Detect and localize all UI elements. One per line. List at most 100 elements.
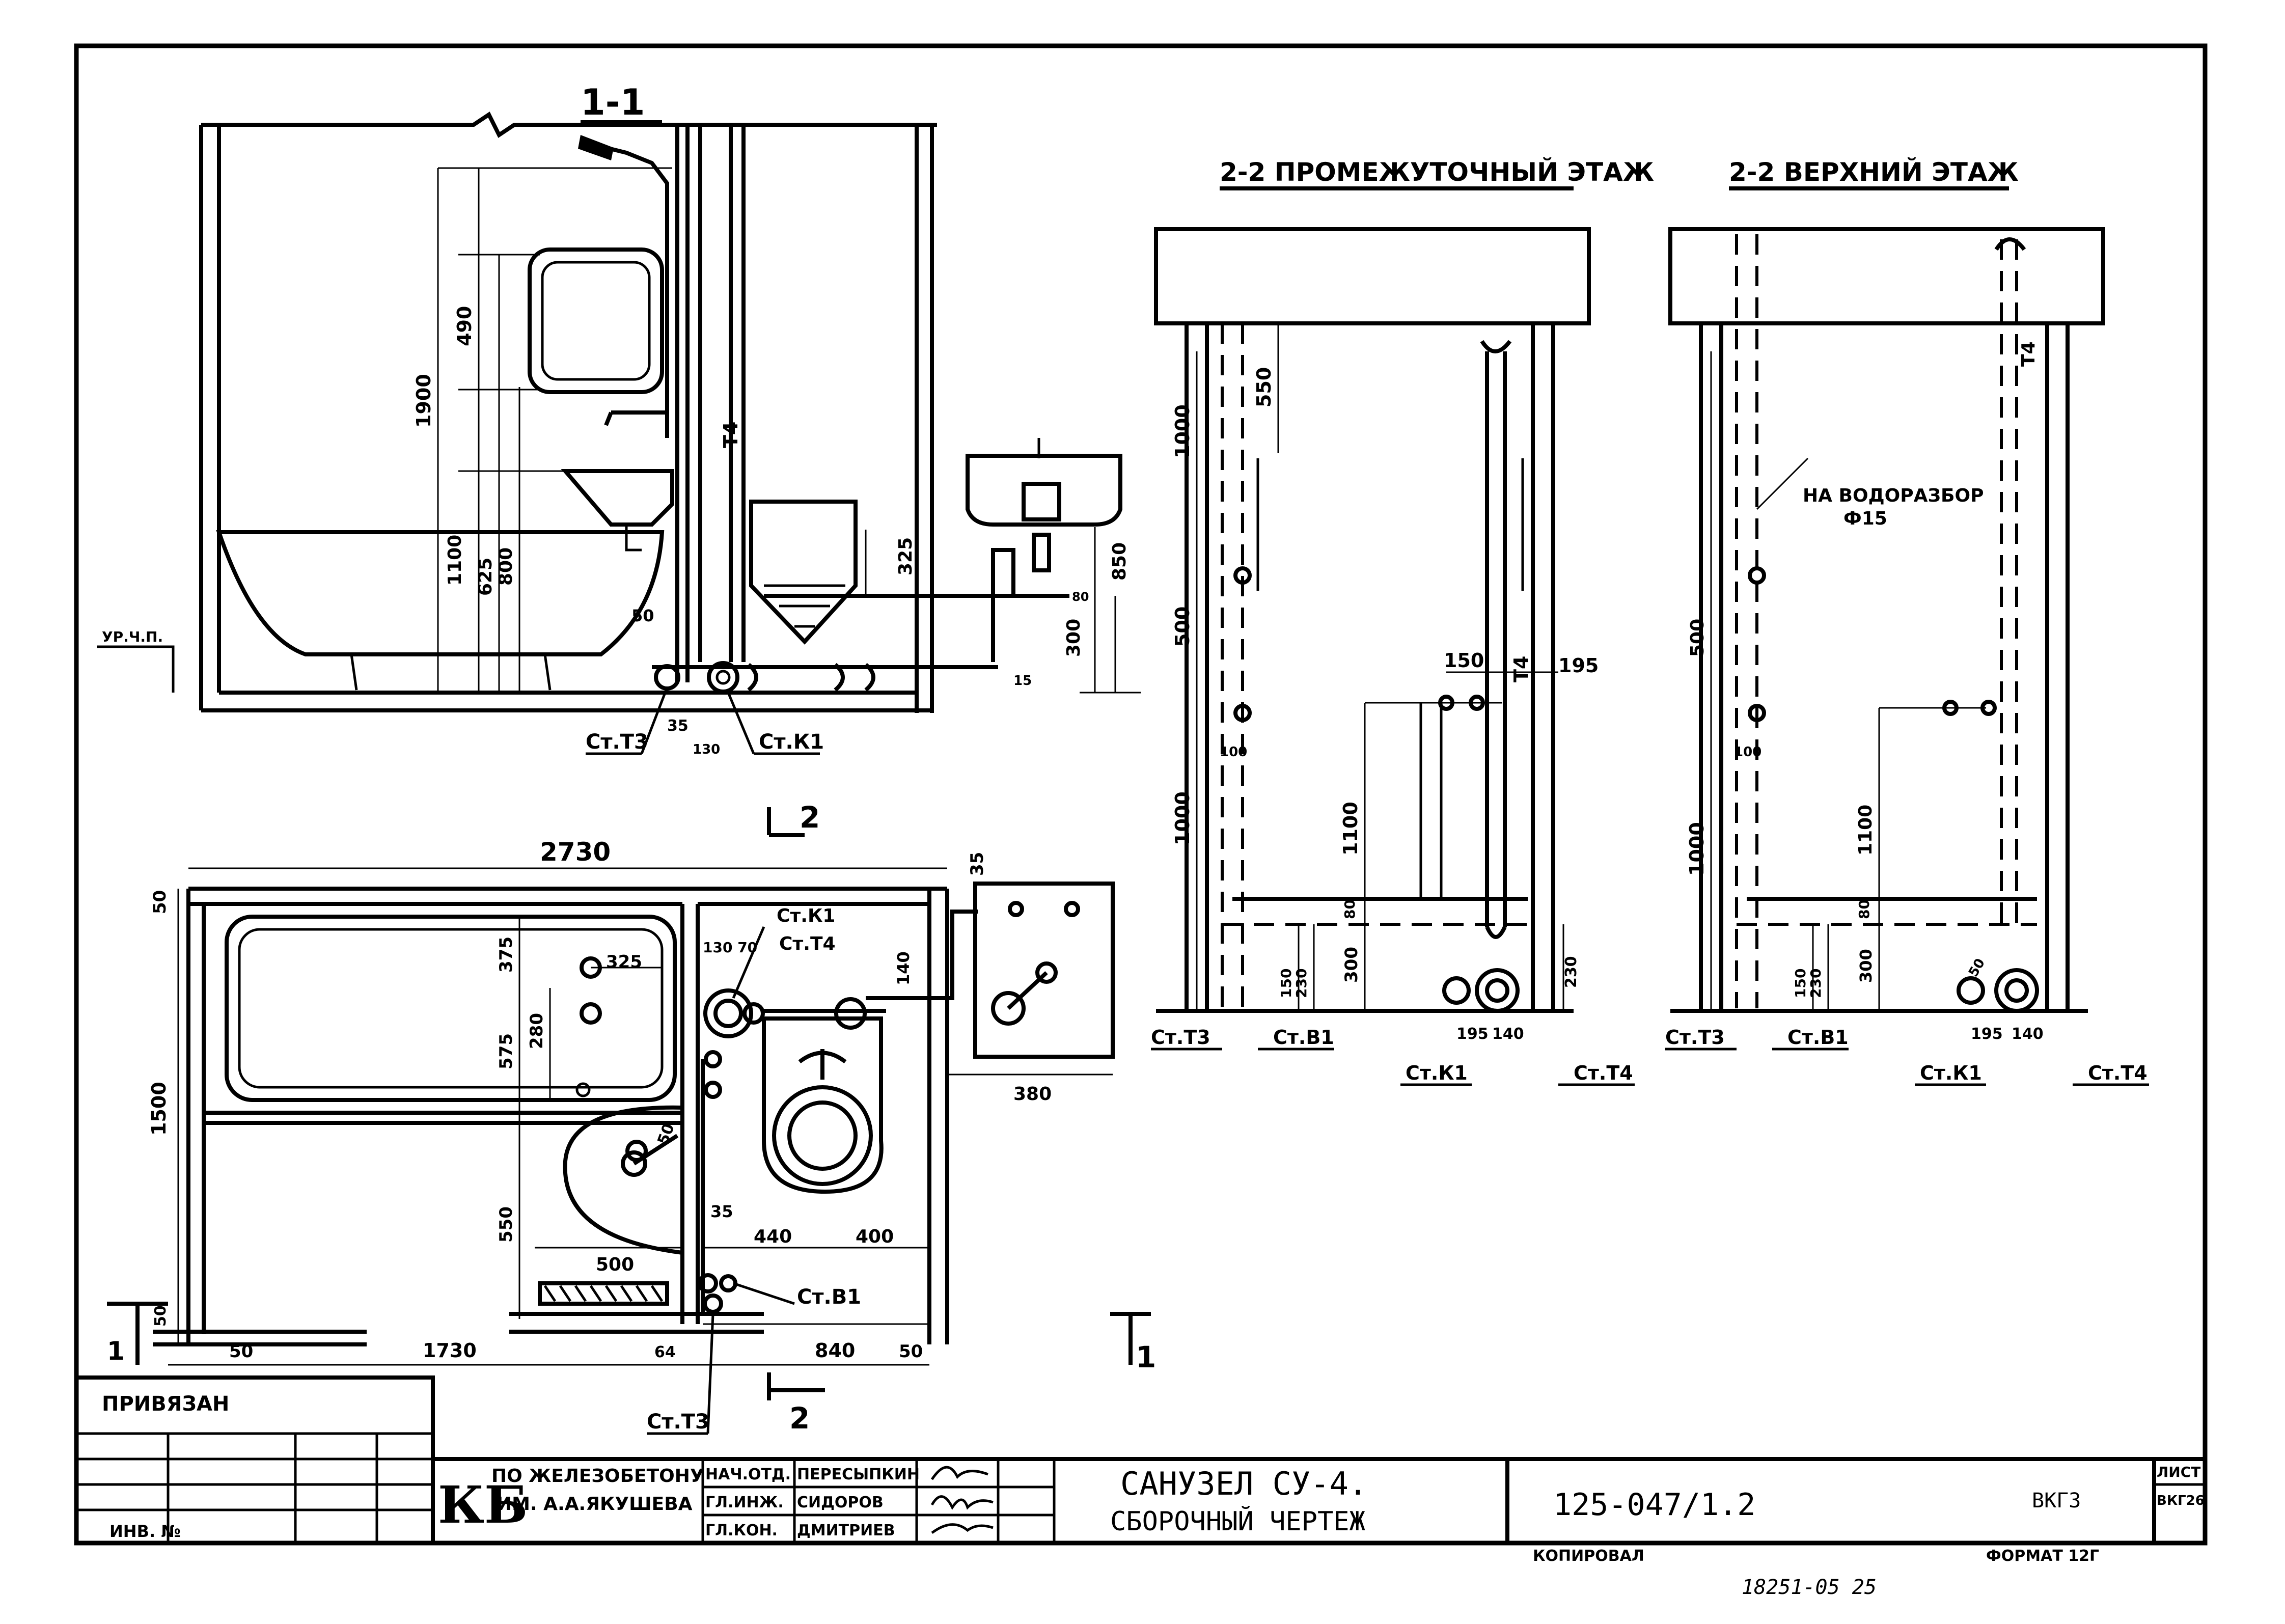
- s22m-dim-80: 80: [1341, 899, 1358, 919]
- plan-dim-50c: 50: [899, 1341, 923, 1362]
- s22t-label-ct4: Ст.Т4: [2088, 1062, 2148, 1084]
- toilet-plan: [762, 1016, 884, 1194]
- plan-dim-500: 500: [596, 1254, 634, 1275]
- s22m-dim-300: 300: [1341, 947, 1362, 983]
- tb-signature-2: [931, 1523, 994, 1534]
- s11-dim-80: 80: [1072, 590, 1089, 604]
- s22m-dim-550: 550: [1253, 367, 1275, 407]
- bathtub-side: [216, 530, 665, 656]
- s22m-label-ct3: Ст.Т3: [1151, 1026, 1210, 1049]
- section-2-2-mid: 2-2 ПРОМЕЖУТОЧНЫЙ ЭТАЖ Т4: [1151, 157, 1654, 1086]
- plan-dim-280: 280: [527, 1013, 547, 1049]
- s22t-label-cb1: Ст.В1: [1787, 1026, 1849, 1049]
- plan-dim-325: 325: [606, 952, 642, 972]
- tb-project-code: 125-047/1.2: [1553, 1487, 1755, 1523]
- tb-name-2: ДМИТРИЕВ: [797, 1522, 895, 1539]
- tb-name-1: СИДОРОВ: [797, 1494, 884, 1511]
- tb-role-2: ГЛ.КОН.: [705, 1522, 778, 1539]
- tb-sheet-code: ВКГ3: [2032, 1489, 2081, 1512]
- section-1-1-riser-t4: Т4: [720, 422, 742, 448]
- s22t-dim-230: 230: [1807, 969, 1824, 998]
- s11-dim-1900: 1900: [412, 374, 435, 428]
- section-1-1-title: 1-1: [581, 81, 645, 123]
- washbasin-side: [561, 469, 674, 527]
- cut-1-left: 1: [107, 1336, 125, 1366]
- tb-org-line2: ИМ. А.А.ЯКУШЕВА: [497, 1494, 693, 1515]
- s22m-label-cb1: Ст.В1: [1273, 1026, 1334, 1049]
- s22m-dim-150: 150: [1444, 649, 1484, 672]
- s11-dim-625: 625: [475, 558, 496, 596]
- tb-drawing-title1: САНУЗЕЛ СУ-4.: [1120, 1465, 1367, 1502]
- section-2-2-top: 2-2 ВЕРХНИЙ ЭТАЖ Т4 НА ВОДОРАЗБОР: [1665, 157, 2149, 1086]
- plan-dim-64: 64: [654, 1343, 676, 1361]
- plan-dim-130-70: 130 70: [703, 939, 757, 956]
- cut-2-top: 2: [800, 800, 820, 835]
- s22t-dim-140: 140: [2012, 1025, 2044, 1043]
- plan-dim-35: 35: [967, 852, 987, 876]
- plan-dim-50b: 50: [654, 1121, 678, 1147]
- tb-signature-1: [930, 1495, 994, 1510]
- s22t-dim-150: 150: [1792, 969, 1809, 998]
- s11-dim-490: 490: [453, 306, 476, 346]
- tb-org-line1: ПО ЖЕЛЕЗОБЕТОНУ: [491, 1466, 704, 1487]
- s22m-riser-t4: Т4: [1510, 656, 1532, 682]
- s11-dim-300: 300: [1063, 619, 1084, 657]
- s22t-label-ct3: Ст.Т3: [1665, 1026, 1725, 1049]
- washbasin-plan: [563, 1105, 683, 1255]
- tb-privyazan: ПРИВЯЗАН: [102, 1392, 229, 1416]
- tb-inv: ИНВ. №: [109, 1522, 181, 1541]
- plan-label-ck1: Ст.К1: [777, 905, 835, 926]
- section-2-2-top-title: 2-2 ВЕРХНИЙ ЭТАЖ: [1729, 157, 2019, 187]
- plan-view: 2 2 1 1 2730: [107, 800, 1156, 1436]
- s22m-dim-195b: 195: [1456, 1025, 1489, 1043]
- kitchen-sink-plan: [973, 882, 1115, 1059]
- s22t-dim-195: 195: [1971, 1025, 2003, 1043]
- plan-dim-35b: 35: [710, 1202, 733, 1221]
- tb-footer-no: 18251-05 25: [1742, 1576, 1877, 1599]
- s11-label-ck1: Ст.К1: [759, 730, 824, 754]
- s22m-dim-140: 140: [1492, 1025, 1524, 1043]
- plan-dim-50d: 50: [229, 1341, 253, 1362]
- plan-dim-840: 840: [815, 1339, 855, 1362]
- s11-dim-130: 130: [693, 742, 720, 757]
- section-2-2-mid-title: 2-2 ПРОМЕЖУТОЧНЫЙ ЭТАЖ: [1220, 157, 1654, 187]
- s22m-dim-230b: 230: [1562, 956, 1580, 988]
- s22t-dim-300: 300: [1856, 949, 1876, 983]
- cut-1-right: 1: [1136, 1340, 1156, 1374]
- s22m-dim-1100: 1100: [1339, 802, 1362, 856]
- s22m-dim-500: 500: [1171, 607, 1194, 647]
- s11-label-ct3: Ст.Т3: [586, 730, 648, 754]
- s22t-note-2: Ф15: [1843, 508, 1887, 529]
- s22t-label-ck1: Ст.К1: [1920, 1062, 1982, 1084]
- s22m-dim-230: 230: [1293, 969, 1310, 998]
- tb-name-0: ПЕРЕСЫПКИН: [797, 1466, 920, 1483]
- s22t-dim-50: 50: [1966, 956, 1988, 979]
- tb-signature-0: [930, 1466, 988, 1480]
- s22t-dim-100: 100: [1734, 745, 1761, 760]
- towel-dryer: [528, 247, 664, 394]
- tb-role-1: ГЛ.ИНЖ.: [705, 1494, 784, 1511]
- plan-dim-575: 575: [496, 1033, 516, 1069]
- plan-dim-140: 140: [894, 951, 913, 985]
- plan-label-cb1: Ст.В1: [797, 1285, 861, 1309]
- s22m-dim-150b: 150: [1278, 969, 1295, 998]
- s22m-dim-1000a: 1000: [1171, 404, 1194, 458]
- bathtub-plan: [225, 915, 677, 1102]
- tb-sheet-label: ЛИСТ: [2157, 1464, 2200, 1480]
- plan-dim-440: 440: [754, 1226, 792, 1247]
- tb-drawing-title2: СБОРОЧНЫЙ ЧЕРТЕЖ: [1110, 1506, 1365, 1537]
- plan-dim-1730: 1730: [423, 1339, 477, 1362]
- toilet-side: [749, 500, 858, 645]
- s11-dim-50: 50: [631, 606, 654, 625]
- cut-2-bottom: 2: [789, 1401, 810, 1436]
- plan-label-ct4: Ст.Т4: [779, 933, 836, 954]
- tb-kopiroval: КОПИРОВАЛ: [1533, 1547, 1644, 1565]
- tb-kb-logo: КБ: [438, 1475, 528, 1535]
- s22m-dim-1000b: 1000: [1171, 791, 1194, 845]
- section-1-1: 1-1 Т4: [97, 81, 1141, 757]
- s11-dim-800: 800: [495, 547, 516, 586]
- plan-dim-50e: 50: [152, 1305, 170, 1327]
- plan-dim-50a: 50: [150, 890, 170, 914]
- s11-level-mark: УР.Ч.П.: [102, 628, 163, 645]
